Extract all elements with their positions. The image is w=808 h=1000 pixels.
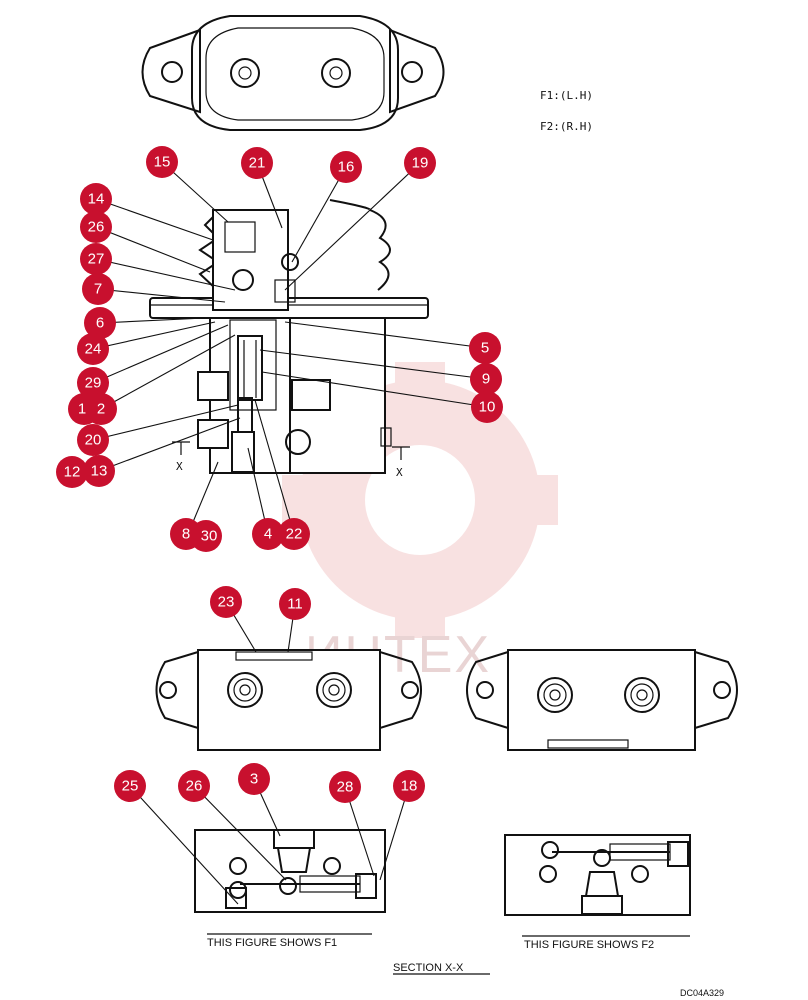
svg-text:19: 19 (412, 155, 429, 172)
svg-text:3: 3 (250, 771, 258, 788)
svg-text:23: 23 (218, 594, 235, 611)
callout-29: 29 (77, 367, 109, 399)
callout-16: 16 (330, 151, 362, 183)
svg-text:22: 22 (286, 526, 303, 543)
f2-figure-caption: THIS FIGURE SHOWS F2 (524, 939, 654, 951)
svg-text:11: 11 (287, 596, 303, 613)
svg-text:26: 26 (186, 778, 203, 795)
svg-text:20: 20 (85, 432, 102, 449)
callout-19: 19 (404, 147, 436, 179)
callout-27: 27 (80, 243, 112, 275)
callout-23: 23 (210, 586, 242, 618)
callout-24: 24 (77, 333, 109, 365)
callout-21: 21 (241, 147, 273, 179)
svg-text:1: 1 (78, 401, 86, 418)
svg-text:18: 18 (401, 778, 418, 795)
svg-text:12: 12 (64, 464, 81, 481)
callout-18: 18 (393, 770, 425, 802)
callout-8: 8 (170, 518, 202, 550)
section-mark-right: X (396, 466, 403, 479)
legend-f2: F2:(R.H) (540, 120, 593, 133)
callout-25: 25 (114, 770, 146, 802)
svg-text:30: 30 (201, 528, 218, 545)
callout-28: 28 (329, 771, 361, 803)
main-section-view: X X (149, 199, 429, 479)
legend-f1: F1:(L.H) (540, 89, 593, 102)
svg-text:7: 7 (94, 281, 102, 298)
callout-3: 3 (238, 763, 270, 795)
callout-26-upper: 26 (80, 211, 112, 243)
f1-figure-caption: THIS FIGURE SHOWS F1 (207, 937, 337, 949)
svg-text:21: 21 (249, 155, 266, 172)
callout-9: 9 (470, 363, 502, 395)
f2-section-view (504, 834, 691, 916)
callout-5: 5 (469, 332, 501, 364)
callout-14: 14 (80, 183, 112, 215)
svg-text:28: 28 (337, 779, 354, 796)
section-caption: SECTION X-X (393, 962, 464, 974)
top-view (141, 15, 445, 131)
svg-text:6: 6 (96, 315, 104, 332)
svg-text:26: 26 (88, 219, 105, 236)
svg-text:13: 13 (91, 463, 108, 480)
section-mark-left: X (176, 460, 183, 473)
callout-6: 6 (84, 307, 116, 339)
svg-text:8: 8 (182, 526, 190, 543)
callout-26-lower: 26 (178, 770, 210, 802)
drawing-code: DC04A329 (680, 988, 724, 998)
callout-15: 15 (146, 146, 178, 178)
callout-12: 12 (56, 456, 88, 488)
callout-20: 20 (77, 424, 109, 456)
callout-7: 7 (82, 273, 114, 305)
svg-text:5: 5 (481, 340, 489, 357)
svg-text:24: 24 (85, 341, 102, 358)
svg-text:25: 25 (122, 778, 139, 795)
callout-22: 22 (278, 518, 310, 550)
svg-text:27: 27 (88, 251, 105, 268)
svg-text:4: 4 (264, 526, 272, 543)
callout-2: 2 (85, 393, 117, 425)
f1-section-view (194, 829, 386, 913)
callout-10: 10 (471, 391, 503, 423)
svg-text:16: 16 (338, 159, 355, 176)
callout-4: 4 (252, 518, 284, 550)
callout-13: 13 (83, 455, 115, 487)
callout-11: 11 (279, 588, 311, 620)
svg-text:10: 10 (479, 399, 496, 416)
f1-plan-view (155, 649, 422, 751)
svg-text:15: 15 (154, 154, 171, 171)
svg-text:9: 9 (482, 371, 490, 388)
f2-plan-view (466, 649, 738, 751)
svg-text:14: 14 (88, 191, 105, 208)
svg-text:2: 2 (97, 401, 105, 418)
svg-text:29: 29 (85, 375, 102, 392)
